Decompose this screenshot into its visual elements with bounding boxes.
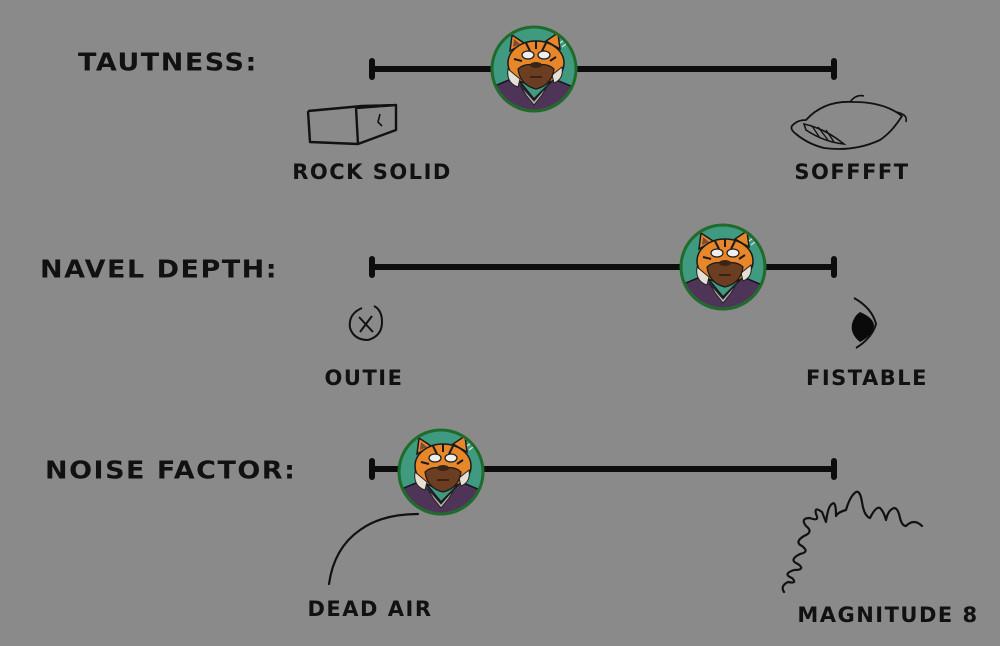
deep-navel-icon	[851, 297, 878, 349]
brick-icon	[306, 103, 398, 146]
scale-label: TAUTNESS:	[78, 48, 258, 77]
right-end-label: SOFFFFT	[794, 160, 910, 184]
scale-label: NAVEL DEPTH:	[40, 255, 279, 284]
tiger-avatar-icon[interactable]	[397, 428, 485, 516]
tiger-avatar-icon[interactable]	[490, 25, 578, 113]
left-end-label: OUTIE	[324, 366, 404, 390]
track-end-cap-left	[369, 256, 375, 278]
track-end-cap-left	[369, 58, 375, 80]
outie-navel-icon	[348, 305, 384, 342]
scale-label: NOISE FACTOR:	[45, 456, 297, 485]
seismic-wave-icon	[781, 490, 924, 594]
right-end-label: FISTABLE	[806, 366, 928, 390]
slider-track[interactable]	[369, 458, 837, 480]
slider-track[interactable]	[369, 58, 837, 80]
pillow-icon	[790, 94, 908, 150]
tiger-avatar-icon[interactable]	[679, 223, 767, 311]
track-end-cap-left	[369, 458, 375, 480]
slider-track[interactable]	[369, 256, 837, 278]
track-end-cap-right	[831, 458, 837, 480]
right-end-label: MAGNITUDE 8	[797, 603, 979, 627]
left-end-label: DEAD AIR	[307, 597, 433, 621]
flat-line-icon	[327, 512, 420, 586]
track-end-cap-right	[831, 256, 837, 278]
left-end-label: ROCK SOLID	[292, 160, 452, 184]
track-end-cap-right	[831, 58, 837, 80]
